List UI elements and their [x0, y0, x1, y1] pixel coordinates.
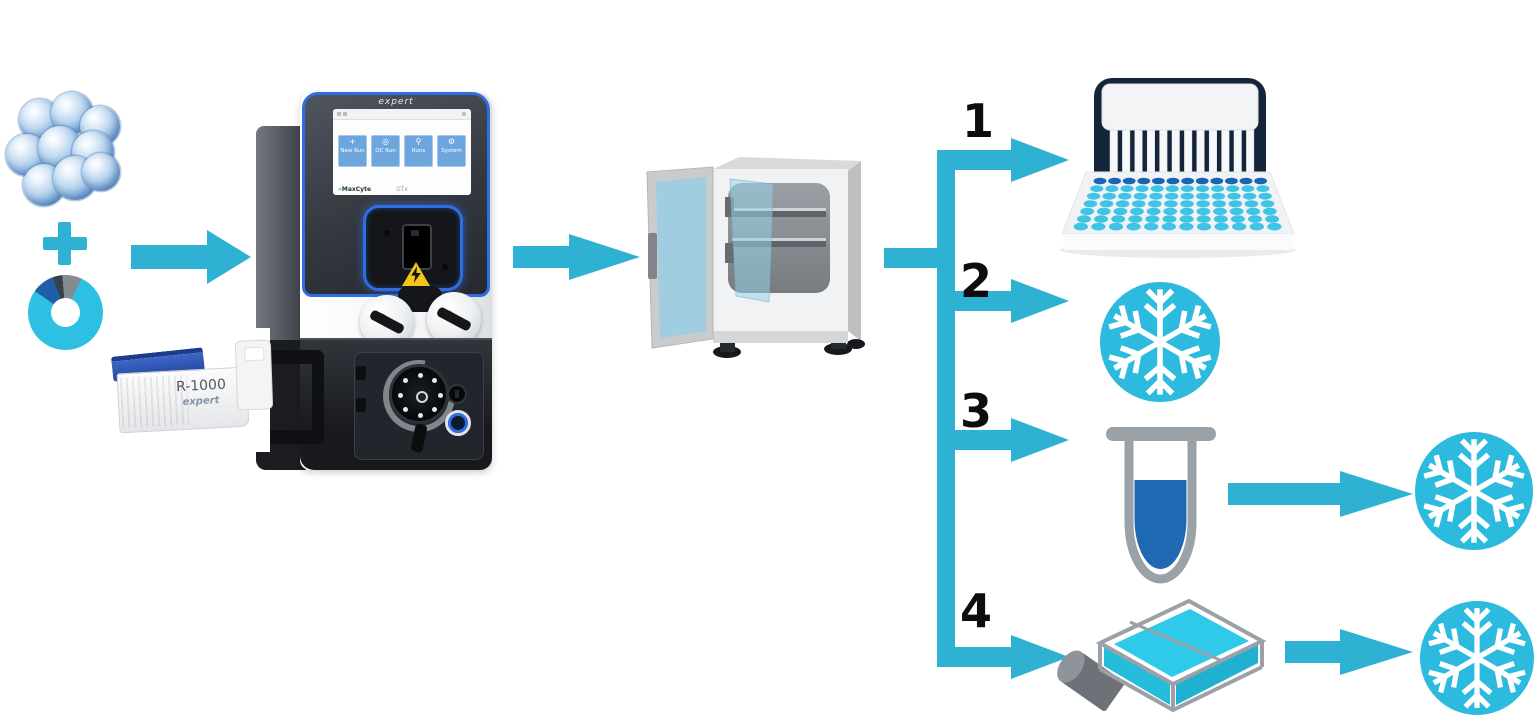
keyhole-icon — [447, 384, 467, 404]
door-hinge — [725, 197, 734, 217]
pipette-tips — [1109, 125, 1255, 179]
snowflake-icon — [1415, 432, 1533, 550]
step-number-3: 3 — [960, 384, 992, 438]
plus-icon: + — [349, 137, 356, 146]
inner-glass-door — [729, 178, 774, 303]
peristaltic-pump-icon — [389, 364, 449, 424]
incubator-output-line — [884, 248, 939, 268]
instrument-touchscreen: + New Run ◎ QC Run ⚲ Runs ⚙ System — [333, 109, 471, 195]
runs-button: ⚲ Runs — [404, 135, 433, 167]
gear-icon: ⚙ — [447, 137, 456, 146]
door-hinge — [725, 243, 734, 263]
maxcyte-logo: »MaxCyte — [338, 186, 372, 193]
system-button: ⚙ System — [437, 135, 466, 167]
flask-icon — [1057, 598, 1267, 713]
door-handle — [648, 233, 657, 279]
snowflake-icon — [1420, 601, 1534, 715]
step-number-2: 2 — [960, 254, 992, 308]
incubator-shelf — [732, 241, 826, 247]
incubator-illustration — [646, 157, 865, 358]
96-well-plate-icon — [1060, 78, 1296, 258]
target-icon: ◎ — [382, 137, 389, 146]
cartridge-port — [363, 205, 463, 291]
cartridge-end-cap — [234, 339, 274, 411]
power-button — [445, 410, 471, 436]
donut-chart-icon — [28, 275, 103, 350]
branch-trunk-line — [937, 150, 955, 667]
cell-sphere — [82, 153, 120, 191]
qc-run-button: ◎ QC Run — [371, 135, 400, 167]
tube-icon — [1106, 427, 1216, 584]
right-knob — [427, 292, 481, 346]
handle-bar — [264, 350, 324, 364]
snowflake-icon — [1100, 282, 1220, 402]
incubator-shelf — [732, 211, 826, 217]
magnifier-icon: ⚲ — [415, 137, 422, 146]
plate-wells — [1073, 177, 1282, 231]
instrument-head-panel: expert + New Run ◎ QC Run ⚲ — [302, 92, 490, 297]
handle-bar — [264, 430, 324, 444]
step-number-1: 1 — [962, 94, 994, 148]
processing-assembly-cartridge: R-1000 expert — [104, 328, 274, 452]
screen-toolbar — [333, 109, 471, 120]
new-run-button: + New Run — [338, 135, 367, 167]
instrument-side-panel — [256, 126, 306, 342]
instrument-brand-logo: expert — [378, 97, 414, 107]
screen-model-label: GTx — [396, 186, 408, 193]
door-glass — [656, 177, 706, 338]
handle-bar — [312, 352, 324, 442]
flask-cap — [1057, 650, 1125, 712]
step-number-4: 4 — [960, 584, 992, 638]
tube-liquid — [1134, 480, 1187, 569]
